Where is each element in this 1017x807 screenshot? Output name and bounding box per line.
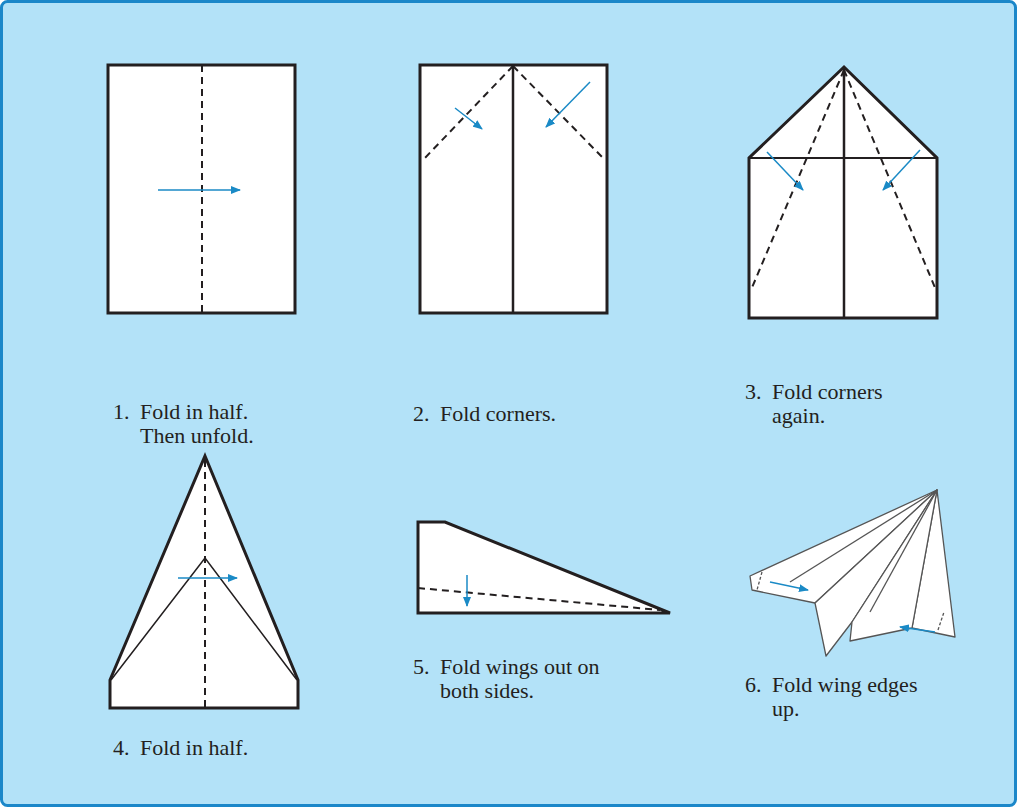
step-caption: Fold in half. — [140, 736, 390, 760]
step-caption: Fold wings out on both sides. — [440, 655, 605, 703]
step-number: 4. — [113, 736, 143, 760]
step-number: 2. — [413, 402, 443, 426]
step-caption: Fold corners. — [440, 402, 690, 426]
step-number: 3. — [745, 380, 775, 404]
step-number: 5. — [413, 655, 443, 679]
step-number: 6. — [745, 673, 775, 697]
step-caption: Fold wing edges up. — [772, 673, 947, 721]
step-caption: Fold in half. Then unfold. — [140, 400, 290, 448]
step-number: 1. — [113, 400, 143, 424]
step-caption: Fold corners again. — [772, 380, 922, 428]
